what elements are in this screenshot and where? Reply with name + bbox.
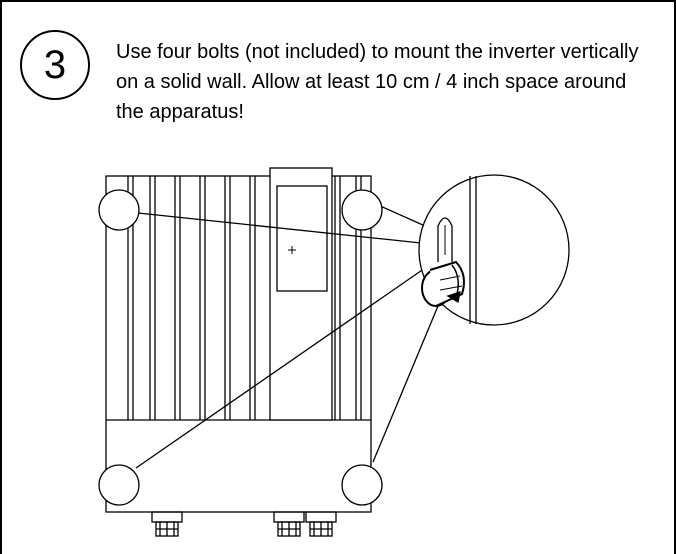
bolt-icon bbox=[421, 260, 465, 307]
inverter-mounting-illustration bbox=[98, 167, 570, 537]
mounting-point-bottom-right bbox=[341, 464, 383, 506]
instruction-text: Use four bolts (not included) to mount t… bbox=[116, 41, 639, 123]
cable-gland-left bbox=[151, 511, 183, 537]
inverter-body bbox=[105, 167, 372, 513]
bolt-detail-magnifier bbox=[418, 174, 570, 326]
mounting-point-bottom-left bbox=[98, 464, 140, 506]
callout-lines bbox=[135, 204, 439, 469]
step-number-badge: 3 bbox=[20, 30, 90, 100]
mounting-point-top-right bbox=[341, 189, 383, 231]
mounting-point-top-left bbox=[98, 189, 140, 231]
cable-gland-middle bbox=[273, 511, 305, 537]
cable-gland-right bbox=[305, 511, 337, 537]
step-number: 3 bbox=[43, 42, 67, 87]
